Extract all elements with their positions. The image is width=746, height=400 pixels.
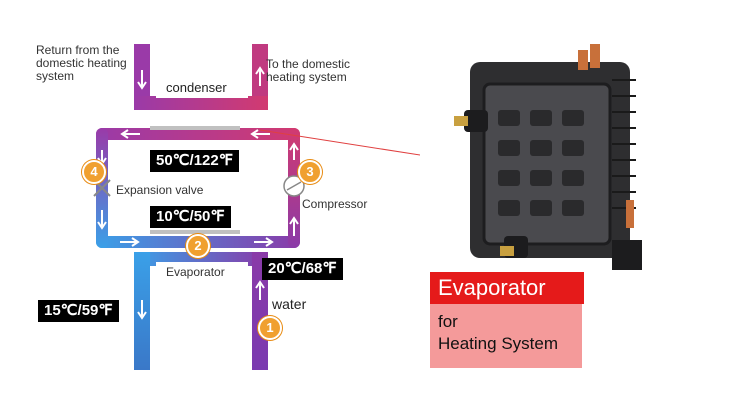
callout-subtitle-line1: for <box>438 312 458 332</box>
condenser-label: condenser <box>166 81 227 94</box>
return-label: Return from the domestic heating system <box>36 44 136 83</box>
water-label: water <box>272 298 306 311</box>
expansion-valve-label: Expansion valve <box>116 184 203 197</box>
step-badge-2: 2 <box>186 234 210 258</box>
temp-tag-water-out: 15℃/59℉ <box>38 300 119 322</box>
callout-subtitle-line2: Heating System <box>438 334 558 354</box>
step-badge-1: 1 <box>258 316 282 340</box>
to-domestic-label: To the domestic heating system <box>266 58 366 84</box>
temp-tag-water-in: 20℃/68℉ <box>262 258 343 280</box>
evaporator-callout: Evaporator for Heating System <box>430 272 582 368</box>
compressor-label: Compressor <box>302 198 367 211</box>
temp-tag-condenser: 50℃/122℉ <box>150 150 239 172</box>
temp-tag-evaporator-in: 10℃/50℉ <box>150 206 231 228</box>
step-badge-4: 4 <box>82 160 106 184</box>
step-badge-3: 3 <box>298 160 322 184</box>
condenser-pipe <box>134 44 268 110</box>
evaporator-product-image <box>440 40 660 290</box>
evaporator-small-label: Evaporator <box>166 266 225 279</box>
callout-title: Evaporator <box>430 272 584 304</box>
